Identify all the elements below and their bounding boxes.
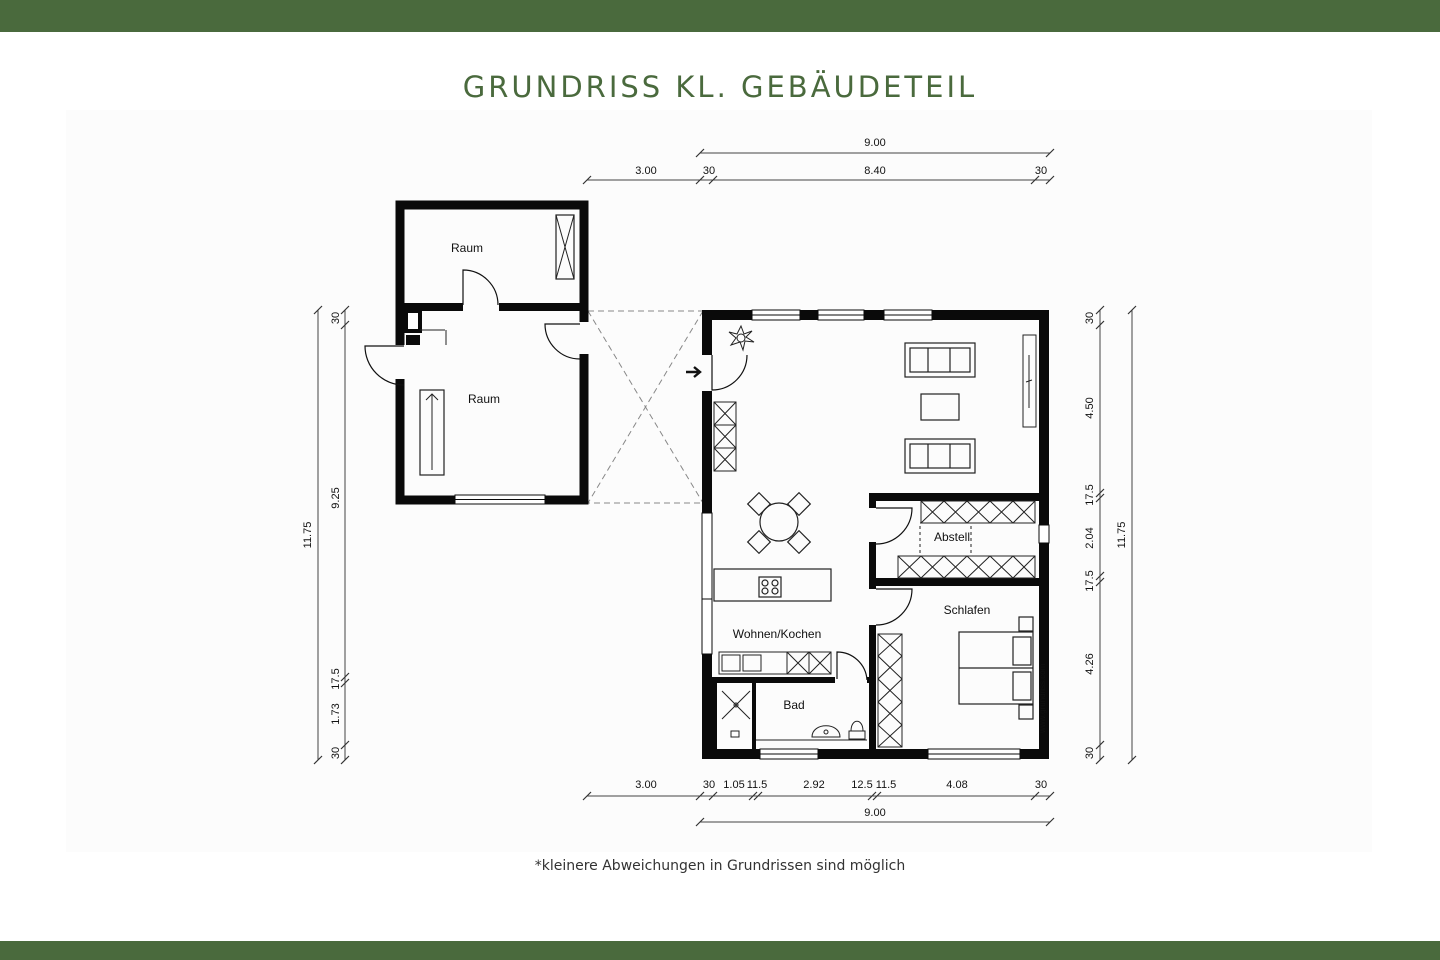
room-label-raum-top: Raum	[451, 241, 483, 255]
entrance-arrow-icon	[686, 366, 702, 378]
double-bed	[958, 616, 1034, 720]
dim-bottom-total: 9.00	[864, 807, 885, 819]
dim-bottom-105: 1.05	[723, 779, 744, 791]
dim-right-450: 4.50	[1084, 397, 1096, 418]
dim-bottom-125: 12.5	[851, 779, 872, 791]
dining-table	[746, 491, 812, 555]
abstell-shelves	[897, 500, 1036, 579]
kitchen-cabinets-left	[713, 401, 737, 472]
windows-bottom	[759, 748, 1021, 760]
dim-right-wall-bottom: 30	[1084, 747, 1096, 759]
door-raum-top	[462, 269, 499, 306]
kitchen-counter	[718, 651, 832, 675]
wall-bad-top	[712, 677, 870, 683]
dim-right-204: 2.04	[1084, 527, 1096, 548]
dim-top-total: 9.00	[864, 137, 885, 149]
room-label-schlafen: Schlafen	[944, 603, 991, 617]
dim-bottom-wall-right: 30	[1035, 779, 1047, 791]
dim-right-175a: 17.5	[1084, 484, 1096, 505]
top-accent-band	[0, 0, 1440, 32]
dim-bottom-left: 3.00	[635, 779, 656, 791]
windows-top	[751, 309, 933, 321]
dim-left-173: 1.73	[330, 703, 342, 724]
cabinet-raum-top	[555, 214, 575, 280]
tv-sideboard	[1022, 334, 1037, 428]
room-label-abstell: Abstell	[934, 530, 970, 544]
dim-bottom-408: 4.08	[946, 779, 967, 791]
dim-right-426: 4.26	[1084, 653, 1096, 674]
dimension-lines	[317, 152, 1133, 823]
dim-top-left: 3.00	[635, 165, 656, 177]
shower	[721, 690, 751, 738]
watermark-text: www.grundriss.com	[1038, 663, 1047, 734]
sofa-top	[904, 342, 976, 378]
dim-bottom-115b: 11.5	[876, 779, 897, 791]
dim-right-175b: 17.5	[1084, 570, 1096, 591]
plant-icon	[728, 324, 755, 352]
dim-left-wall-top: 30	[330, 312, 342, 324]
footnote: *kleinere Abweichungen in Grundrissen si…	[534, 858, 906, 874]
door-schlafen	[875, 588, 913, 626]
carport-outline	[587, 310, 704, 504]
window-left	[701, 512, 713, 600]
entrance-door	[711, 354, 748, 391]
dimension-ticks	[313, 148, 1137, 827]
room-label-bad: Bad	[783, 698, 804, 712]
room-label-wohnen: Wohnen/Kochen	[733, 627, 822, 641]
wardrobe	[877, 633, 903, 748]
dim-bottom-292: 2.92	[803, 779, 824, 791]
main-building	[686, 309, 1050, 760]
wall-abstell-top	[870, 493, 1039, 501]
dim-bottom-wall-left: 30	[703, 779, 715, 791]
wall-abstell-bottom	[870, 578, 1039, 586]
toilet	[848, 720, 866, 740]
dim-top-wall-left: 30	[703, 165, 715, 177]
dim-top-inner: 8.40	[864, 165, 885, 177]
door-raum-entrance	[364, 345, 405, 386]
washbasin	[811, 725, 841, 738]
dim-left-outer: 11.75	[302, 522, 314, 549]
page-title: GRUNDRISS KL. GEBÄUDETEIL	[462, 70, 978, 104]
floorplan-sheet	[66, 110, 1372, 852]
room-label-raum-main: Raum	[468, 392, 500, 406]
stairs	[419, 389, 445, 476]
dim-right-outer: 11.75	[1116, 522, 1128, 549]
kitchen-island	[713, 568, 832, 602]
small-building	[364, 200, 590, 505]
dim-bottom-115a: 11.5	[747, 779, 768, 791]
dim-left-175: 17.5	[330, 668, 342, 689]
sofa-bottom	[904, 438, 976, 474]
dim-top-wall-right: 30	[1035, 165, 1047, 177]
bottom-accent-band	[0, 941, 1440, 960]
coffee-table	[920, 393, 960, 421]
dim-right-wall-top: 30	[1084, 312, 1096, 324]
door-raum-side	[544, 323, 581, 360]
dim-left-wall-bottom: 30	[330, 747, 342, 759]
door-abstell	[875, 507, 913, 545]
door-bad	[836, 651, 868, 681]
dim-left-925: 9.25	[330, 487, 342, 508]
